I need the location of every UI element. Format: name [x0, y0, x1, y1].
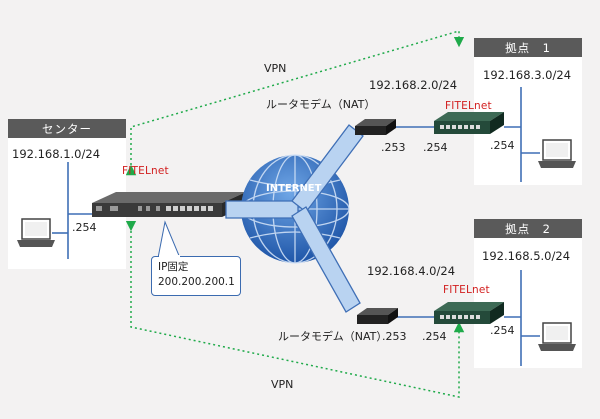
center-router-icon [92, 192, 246, 217]
site1-modem-ip: .253 [381, 141, 406, 154]
internet-label: INTERNET [266, 183, 322, 194]
internet-pipes [225, 124, 364, 313]
callout-line2: 200.200.200.1 [158, 276, 235, 288]
site1-laptop-icon [538, 139, 576, 168]
center-laptop-icon [17, 218, 55, 247]
site1-router-icon [434, 112, 504, 134]
site1-wan-subnet: 192.168.2.0/24 [369, 78, 458, 92]
site2-modem-icon [357, 308, 398, 324]
site1-modem-label: ルータモデム（NAT） [266, 98, 376, 111]
site2-router-wan-ip: .254 [422, 330, 447, 343]
site1-lan-host-ip: .254 [490, 139, 515, 152]
site1-title: 拠点 1 [474, 38, 582, 57]
callout-tail-cover [159, 255, 180, 258]
site2-modem-ip: .253 [382, 330, 407, 343]
site2-lan-subnet: 192.168.5.0/24 [482, 249, 571, 263]
fixed-ip-callout: IP固定 200.200.200.1 [151, 256, 241, 296]
site1-lan-subnet: 192.168.3.0/24 [483, 68, 572, 82]
site2-wan-subnet: 192.168.4.0/24 [367, 264, 456, 278]
site2-router-icon [434, 302, 504, 324]
vpn-bottom-label: VPN [271, 378, 294, 391]
center-title: センター [8, 119, 126, 138]
center-lan-lines [52, 162, 92, 259]
site2-title: 拠点 2 [474, 219, 582, 238]
site2-lan-host-ip: .254 [490, 324, 515, 337]
site1-router-wan-ip: .254 [423, 141, 448, 154]
vpn-path-bottom [125, 220, 465, 398]
site2-laptop-icon [538, 322, 576, 351]
site2-lines [396, 270, 540, 366]
site1-lines [393, 87, 540, 182]
center-subnet: 192.168.1.0/24 [12, 147, 101, 161]
vpn-top-label: VPN [264, 62, 287, 75]
vpn-path-top [125, 29, 465, 176]
site1-modem-icon [355, 119, 396, 135]
center-host-ip: .254 [72, 221, 97, 234]
callout-tail [157, 220, 181, 259]
site1-brand: FITELnet [445, 100, 492, 112]
callout-line1: IP固定 [158, 261, 189, 273]
site2-brand: FITELnet [443, 284, 490, 296]
center-brand: FITELnet [122, 165, 169, 177]
site2-modem-label: ルータモデム（NAT） [278, 330, 388, 343]
